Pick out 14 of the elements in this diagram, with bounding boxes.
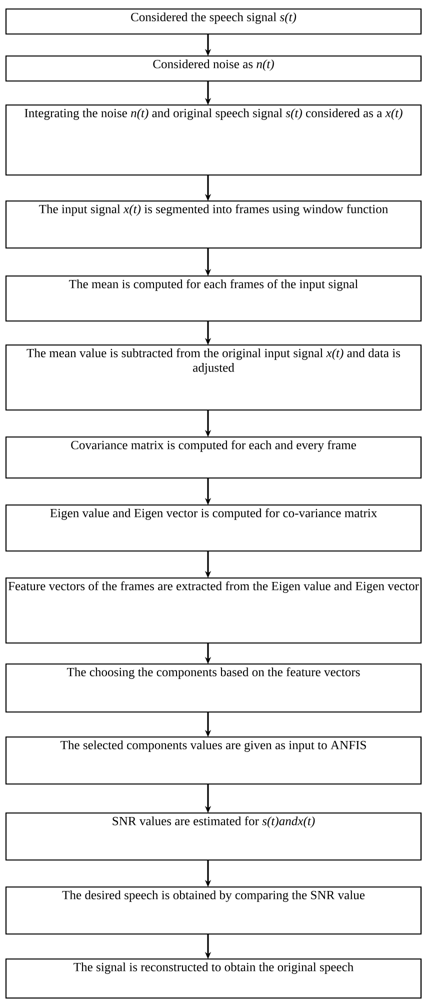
process-box: Considered the speech signal s(t) [5,8,422,35]
process-box: Eigen value and Eigen vector is computed for co-variance matrix [5,504,422,552]
process-box: The mean is computed for each frames of the input signal [5,275,422,322]
process-box: Integrating the noise n(t) and original speech signal s(t) considered as a x(t) [5,104,422,176]
process-box: The desired speech is obtained by comparing the SNR value [5,886,422,935]
process-box: Covariance matrix is computed for each and every frame [5,436,422,479]
process-box: The choosing the components based on the feature vectors [5,663,422,713]
process-box: The signal is reconstructed to obtain the original speech [5,958,422,999]
process-box: The input signal x(t) is segmented into frames using window function [5,200,422,249]
process-box: Feature vectors of the frames are extracted from the Eigen value and Eigen vector [5,577,422,644]
process-box: Considered noise as n(t) [5,55,422,82]
process-box: SNR values are estimated for s(t)andx(t) [5,812,422,861]
process-box: The mean value is subtracted from the original input signal x(t) and data is adjusted [5,344,422,411]
process-box: The selected components values are given as input to ANFIS [5,736,422,785]
